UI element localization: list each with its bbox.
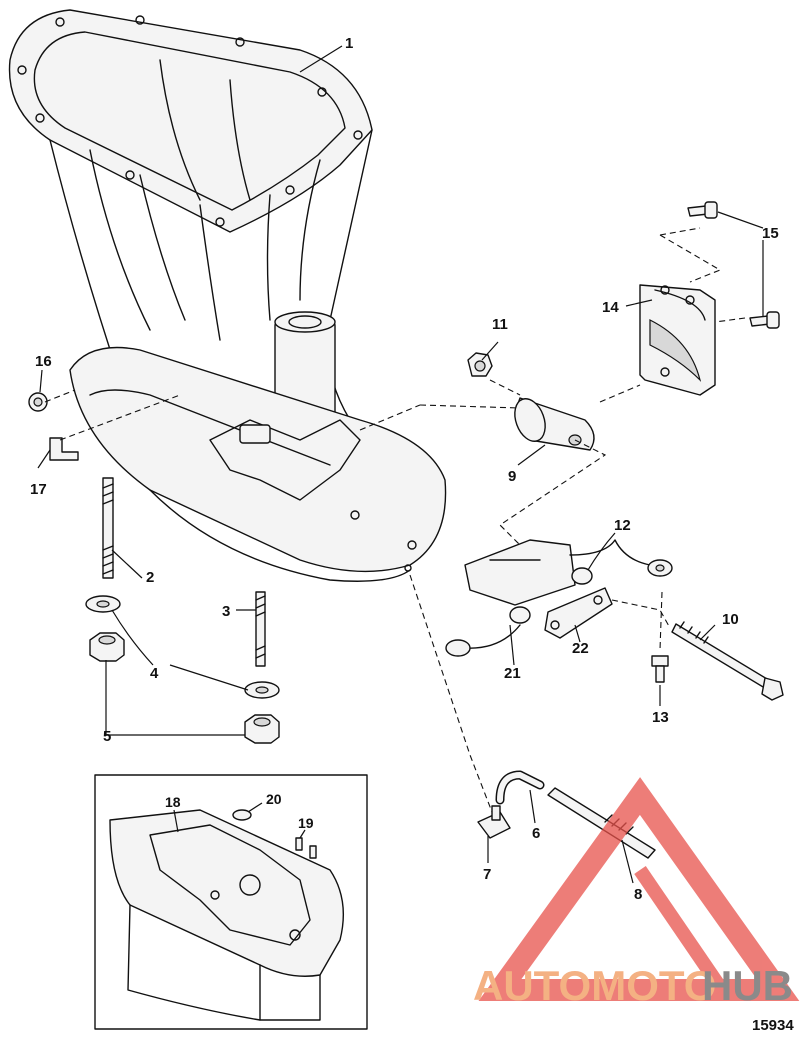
callout-2: 2: [146, 569, 154, 586]
stud-long: [102, 477, 114, 579]
sensor-assembly: [445, 539, 673, 657]
dashed-lines: [44, 227, 746, 813]
callout-7: 7: [483, 866, 491, 883]
driveshaft-housing: [8, 9, 447, 582]
callout-13: 13: [652, 709, 669, 726]
callout-10: 10: [722, 611, 739, 628]
nut-20: [232, 809, 252, 821]
callout-3: 3: [222, 603, 230, 620]
inset-housing-18: [109, 809, 345, 1021]
hose-6: [495, 770, 545, 805]
leader-lines: [37, 45, 764, 884]
watermark-triangle-inner: [634, 866, 728, 994]
callout-1: 1: [345, 35, 353, 52]
stud-short: [255, 591, 266, 667]
bolt-10: [671, 621, 784, 701]
watermark-text-a: AUTOMOTO: [473, 962, 716, 1009]
callout-14: 14: [602, 299, 619, 316]
screw-13: [651, 655, 669, 683]
washer-4: [85, 595, 280, 699]
callout-8: 8: [634, 886, 642, 903]
callout-9: 9: [508, 468, 516, 485]
watermark-triangle: [478, 777, 800, 1001]
callout-4: 4: [150, 665, 159, 682]
nut-11: [467, 352, 493, 377]
callout-20: 20: [266, 791, 282, 807]
figure-reference-number: 15934: [752, 1017, 794, 1034]
callout-19: 19: [298, 815, 314, 831]
callout-21: 21: [504, 665, 521, 682]
callout-18: 18: [165, 794, 181, 810]
callout-5: 5: [103, 728, 111, 745]
callout-15: 15: [762, 225, 779, 242]
screw-15: [687, 201, 780, 329]
bracket-14: [639, 284, 716, 396]
fitting-7: [477, 805, 511, 839]
nut-5: [89, 632, 280, 744]
callout-16: 16: [35, 353, 52, 370]
callout-22: 22: [572, 640, 589, 657]
callout-11: 11: [492, 316, 508, 333]
callout-12: 12: [614, 517, 631, 534]
pins-19: [295, 837, 317, 859]
plug-16: [28, 392, 48, 412]
watermark: [478, 777, 800, 1001]
callout-6: 6: [532, 825, 540, 842]
callout-17: 17: [30, 481, 47, 498]
fitting-17: [49, 437, 79, 461]
watermark-text-b: HUB: [702, 962, 793, 1009]
grommet-9: [514, 397, 595, 451]
callout-labels: 1 2 3 4 5 6 7 8 9 10 11 12 13 14 15 16 1…: [30, 35, 779, 903]
